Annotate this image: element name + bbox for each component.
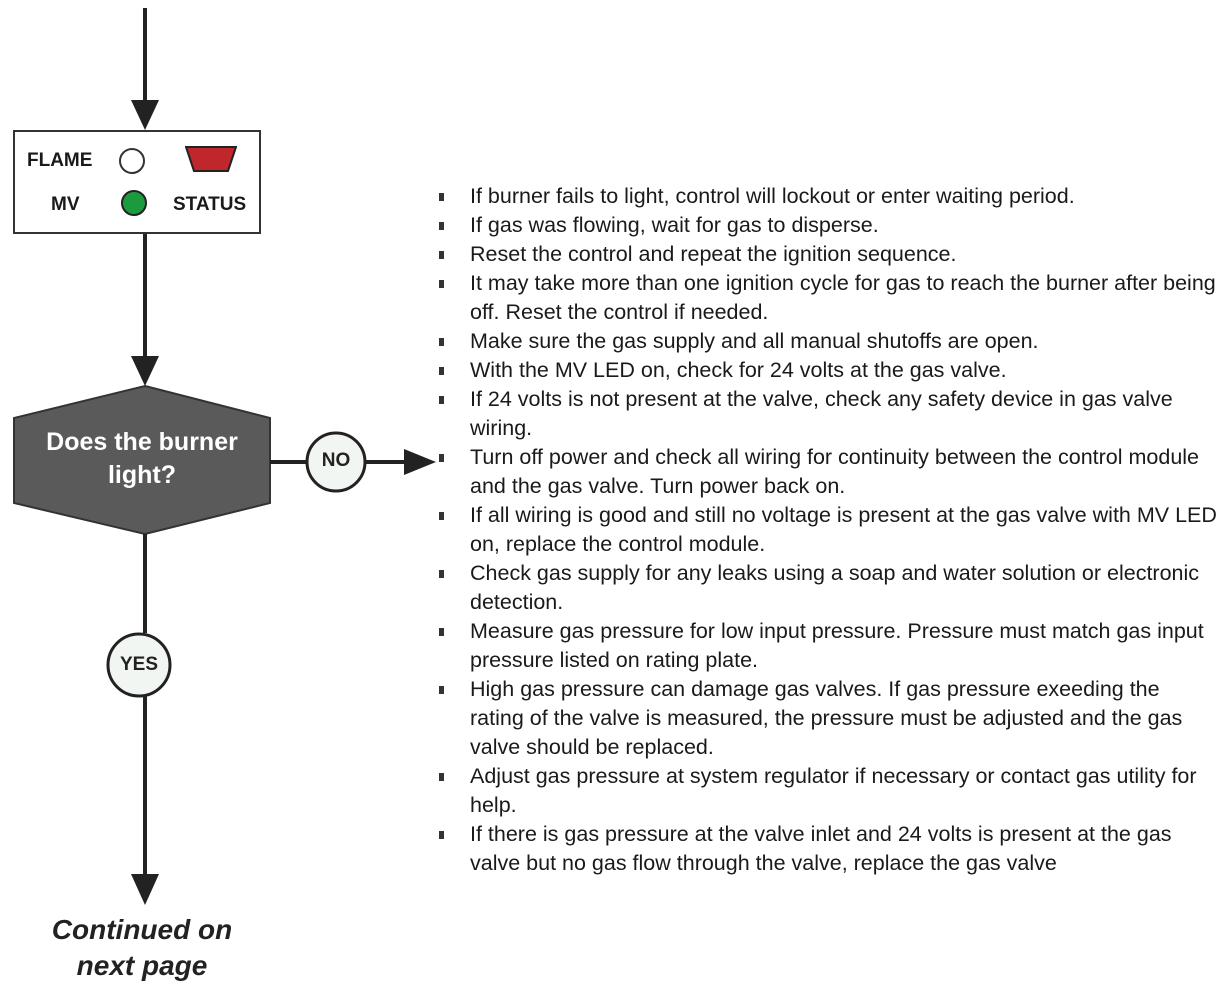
no-branch-arrowhead	[404, 449, 436, 475]
mv-led-icon	[121, 190, 147, 216]
status-label: STATUS	[173, 194, 247, 215]
flame-label: FLAME	[27, 150, 93, 171]
yes-branch-arrowhead	[131, 874, 159, 905]
status-to-decision-arrowhead	[131, 356, 159, 386]
troubleshooting-step: It may take more than one ignition cycle…	[428, 269, 1218, 327]
troubleshooting-step: If gas was flowing, wait for gas to disp…	[428, 211, 1218, 240]
troubleshooting-step: Turn off power and check all wiring for …	[428, 443, 1218, 501]
status-led-icon	[185, 146, 237, 172]
troubleshooting-step: Check gas supply for any leaks using a s…	[428, 559, 1218, 617]
led-status-panel: FLAME MV STATUS	[13, 130, 261, 234]
troubleshooting-step: If burner fails to light, control will l…	[428, 182, 1218, 211]
continued-note: Continued on next page	[14, 912, 270, 984]
troubleshooting-step: With the MV LED on, check for 24 volts a…	[428, 356, 1218, 385]
troubleshooting-step: Measure gas pressure for low input press…	[428, 617, 1218, 675]
troubleshooting-step: Adjust gas pressure at system regulator …	[428, 762, 1218, 820]
yes-badge	[106, 632, 172, 698]
troubleshooting-step: Make sure the gas supply and all manual …	[428, 327, 1218, 356]
troubleshooting-step: If all wiring is good and still no volta…	[428, 501, 1218, 559]
continued-line-2: next page	[76, 950, 208, 981]
troubleshooting-step: High gas pressure can damage gas valves.…	[428, 675, 1218, 762]
troubleshooting-step: If there is gas pressure at the valve in…	[428, 820, 1218, 878]
flame-led-icon	[119, 148, 145, 174]
yes-label: YES	[119, 654, 159, 675]
troubleshooting-step: Reset the control and repeat the ignitio…	[428, 240, 1218, 269]
troubleshooting-list: If burner fails to light, control will l…	[428, 182, 1218, 878]
mv-label: MV	[51, 194, 80, 215]
incoming-arrowhead	[131, 100, 159, 130]
continued-line-1: Continued on	[51, 914, 233, 945]
no-label: NO	[321, 450, 351, 471]
decision-question: Does the burner light?	[46, 428, 238, 489]
troubleshooting-step: If 24 volts is not present at the valve,…	[428, 385, 1218, 443]
